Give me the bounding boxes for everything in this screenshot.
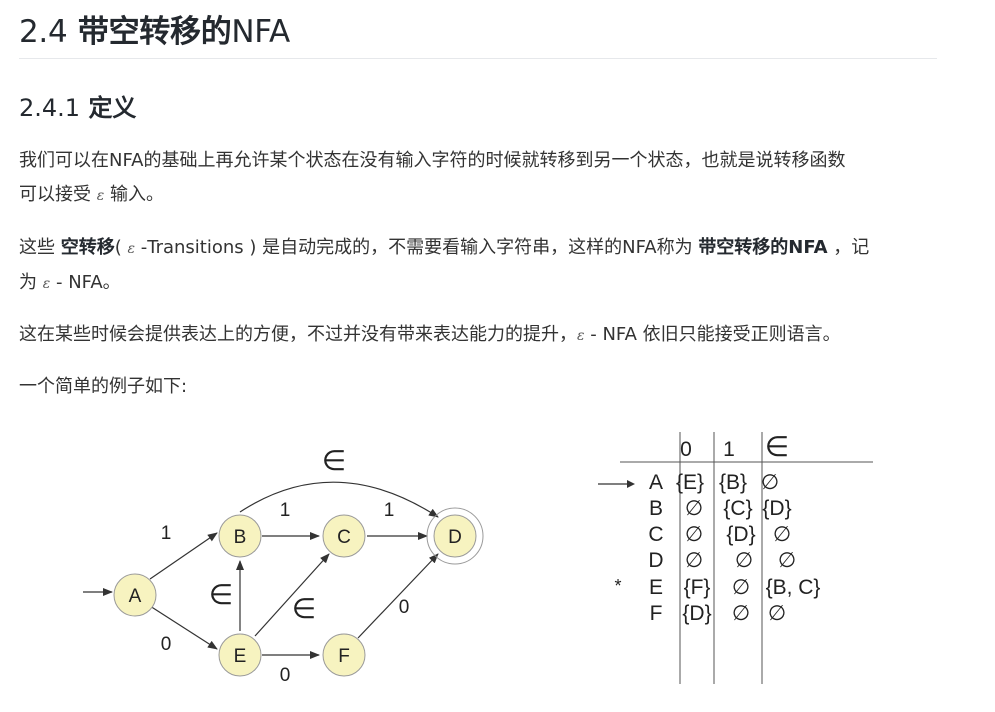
section-number: 2.4 bbox=[19, 14, 68, 50]
table-row: E {F} ∅ {B, C} bbox=[649, 576, 820, 599]
table-col-header-0: 0 bbox=[680, 438, 692, 461]
edge-label-e-f: 0 bbox=[280, 665, 291, 686]
state-label: C bbox=[337, 527, 351, 548]
table-cell: ∅ bbox=[768, 602, 786, 625]
table-cell: ∅ bbox=[685, 497, 703, 520]
state-e: E bbox=[218, 633, 262, 677]
paragraph-text: - NFA 依旧只能接受正则语言。 bbox=[584, 324, 841, 345]
edge-label-f-d: 0 bbox=[399, 597, 410, 618]
paragraph-text: -Transitions ) 是自动完成的，不需要看输入字符串，这样的NFA称为 bbox=[135, 237, 699, 258]
table-cell: {B} bbox=[719, 471, 747, 494]
paragraph-convenience: 这在某些时候会提供表达上的方便，不过并没有带来表达能力的提升，ε - NFA 依… bbox=[19, 318, 944, 353]
paragraph-text: 这些 bbox=[19, 237, 61, 258]
table-col-header-1: 1 bbox=[723, 438, 735, 461]
table-cell: D bbox=[648, 549, 663, 572]
paragraph-text: 一个简单的例子如下: bbox=[19, 376, 188, 397]
table-cell: F bbox=[650, 602, 663, 625]
table-cell: ∅ bbox=[732, 602, 750, 625]
section-title: 带空转移的 bbox=[77, 14, 232, 50]
table-row: C ∅ {D} ∅ bbox=[648, 523, 791, 546]
paragraph-text: ，记 bbox=[827, 237, 870, 258]
epsilon-symbol: ε bbox=[42, 276, 51, 292]
paragraph-text: 这在某些时候会提供表达上的方便，不过并没有带来表达能力的提升， bbox=[19, 324, 577, 345]
table-cell: ∅ bbox=[773, 523, 791, 546]
state-b: B bbox=[218, 514, 262, 558]
table-col-header-epsilon: ∈ bbox=[765, 431, 789, 462]
paragraph-definition: 我们可以在NFA的基础上再允许某个状态在没有输入字符的时候就转移到另一个状态，也… bbox=[19, 144, 944, 213]
table-cell: {D} bbox=[726, 523, 755, 546]
epsilon-symbol: ε bbox=[127, 241, 135, 257]
edge-label-e-b: ∈ bbox=[209, 579, 233, 610]
state-label: A bbox=[129, 586, 142, 607]
table-cell: {D} bbox=[682, 602, 711, 625]
start-state-arrowhead bbox=[627, 480, 635, 488]
table-cell: {C} bbox=[723, 497, 752, 520]
paragraph-example-intro: 一个简单的例子如下: bbox=[19, 370, 944, 404]
state-label: F bbox=[338, 646, 350, 667]
epsilon-symbol: ε bbox=[577, 328, 585, 344]
state-c: C bbox=[322, 514, 366, 558]
section-title-suffix: NFA bbox=[231, 14, 290, 50]
table-row: D ∅ ∅ ∅ bbox=[648, 549, 796, 572]
paragraph-transitions: 这些 空转移( ε -Transitions ) 是自动完成的，不需要看输入字符… bbox=[19, 231, 944, 301]
state-label: E bbox=[234, 646, 247, 667]
section-heading: 2.4 带空转移的NFA bbox=[19, 10, 937, 59]
edge-label-a-b: 1 bbox=[161, 523, 172, 544]
accepting-state-marker: * bbox=[614, 576, 621, 596]
state-d-accepting: D bbox=[426, 507, 484, 565]
edge-e-c bbox=[254, 553, 330, 637]
table-cell: ∅ bbox=[732, 576, 750, 599]
paragraph-text: 我们可以在NFA的基础上再允许某个状态在没有输入字符的时候就转移到另一个状态，也… bbox=[19, 150, 846, 171]
bold-term: 空转移 bbox=[60, 237, 115, 258]
edge-label-b-c: 1 bbox=[280, 500, 291, 521]
state-a: A bbox=[113, 573, 157, 617]
edge-label-c-d: 1 bbox=[384, 500, 395, 521]
table-cell: {B, C} bbox=[766, 576, 821, 599]
table-cell: ∅ bbox=[685, 523, 703, 546]
paragraph-text: 可以接受 bbox=[19, 184, 91, 205]
table-cell: A bbox=[649, 471, 663, 494]
table-row: B ∅ {C} {D} bbox=[649, 497, 792, 520]
table-cell: E bbox=[649, 576, 663, 599]
edge-a-b bbox=[149, 532, 218, 580]
paragraph-text: - NFA。 bbox=[50, 272, 121, 293]
subsection-title: 定义 bbox=[88, 94, 137, 122]
edge-label-e-c: ∈ bbox=[292, 593, 316, 624]
edge-a-e bbox=[149, 605, 218, 650]
state-f: F bbox=[322, 633, 366, 677]
state-label: D bbox=[448, 527, 462, 548]
epsilon-symbol: ε bbox=[96, 188, 105, 204]
table-cell: {F} bbox=[684, 576, 711, 599]
edge-b-d bbox=[239, 481, 439, 518]
table-cell: ∅ bbox=[778, 549, 796, 572]
edge-label-b-d: ∈ bbox=[322, 445, 346, 476]
subsection-number: 2.4.1 bbox=[19, 94, 81, 122]
table-cell: ∅ bbox=[735, 549, 753, 572]
table-row: F {D} ∅ ∅ bbox=[650, 602, 787, 625]
table-cell: C bbox=[648, 523, 663, 546]
paragraph-text: 为 bbox=[19, 272, 43, 293]
edge-label-a-e: 0 bbox=[161, 634, 172, 655]
subsection-heading: 2.4.1 定义 bbox=[19, 90, 136, 126]
transition-table: 0 1 ∈ * A {E} {B} ∅ B ∅ {C} {D} C ∅ {D} … bbox=[598, 431, 873, 684]
table-cell: ∅ bbox=[685, 549, 703, 572]
table-row: A {E} {B} ∅ bbox=[649, 471, 779, 494]
table-cell: {E} bbox=[676, 471, 704, 494]
table-cell: ∅ bbox=[761, 471, 779, 494]
nfa-state-diagram: A B C D E F 1 0 1 1 0 0 ∈ ∈ ∈ bbox=[83, 445, 484, 686]
table-cell: {D} bbox=[762, 497, 791, 520]
table-cell: B bbox=[649, 497, 663, 520]
state-label: B bbox=[234, 527, 247, 548]
paragraph-text: ( bbox=[114, 237, 128, 258]
paragraph-text: 输入。 bbox=[109, 184, 164, 205]
bold-term: 带空转移的NFA bbox=[698, 237, 828, 258]
edge-f-d bbox=[357, 553, 439, 639]
